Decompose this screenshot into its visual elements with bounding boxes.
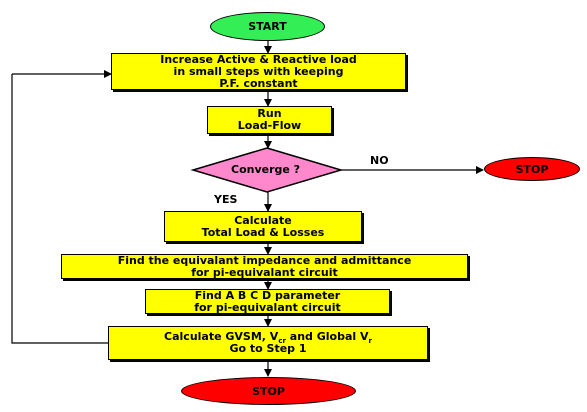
decision-diamond — [190, 147, 344, 193]
yes-label: YES — [214, 193, 238, 206]
step-increase-line3: P.F. constant — [219, 76, 298, 90]
gvsm-middle: and Global V — [285, 330, 369, 343]
step-impedance-line1: Find the equivalant impedance and admitt… — [117, 253, 412, 267]
step-abcd-line2: for pi-equivalant circuit — [194, 300, 341, 314]
step-calculate-losses: Calculate Total Load & Losses — [164, 211, 362, 242]
step-gvsm-line1: Calculate GVSM, Vcr and Global Vr — [164, 330, 372, 346]
step-calc-line1: Calculate — [234, 213, 292, 227]
stop-bottom-label: STOP — [252, 384, 285, 398]
start-terminal: START — [210, 12, 325, 41]
decision-label: Converge ? — [231, 163, 301, 176]
step-find-abcd: Find A B C D parameter for pi-equivalant… — [145, 289, 390, 314]
step-increase-line1: Increase Active & Reactive load — [160, 52, 357, 66]
step-impedance-line2: for pi-equivalant circuit — [191, 265, 338, 279]
stop-terminal-side: STOP — [484, 157, 580, 181]
step-increase-load: Increase Active & Reactive load in small… — [111, 53, 406, 90]
loop-back-line — [11, 74, 108, 344]
step-increase-line2: in small steps with keeping — [173, 64, 344, 78]
step-loadflow-line1: Run — [257, 107, 282, 120]
gvsm-sub-r: r — [368, 337, 372, 346]
gvsm-sub-cr: cr — [278, 337, 286, 346]
step-run-loadflow: Run Load-Flow — [207, 106, 332, 134]
step-abcd-line1: Find A B C D parameter — [194, 288, 341, 302]
step-loadflow-line2: Load-Flow — [237, 119, 302, 132]
step-gvsm-line2: Go to Step 1 — [229, 342, 307, 355]
stop-terminal-bottom: STOP — [181, 377, 356, 405]
step-calculate-gvsm: Calculate GVSM, Vcr and Global Vr Go to … — [108, 326, 428, 360]
no-label: NO — [370, 154, 389, 167]
stop-side-label: STOP — [515, 162, 549, 176]
step-calc-line2: Total Load & Losses — [201, 225, 325, 239]
gvsm-prefix: Calculate GVSM, V — [164, 330, 279, 343]
step-find-impedance: Find the equivalant impedance and admitt… — [61, 254, 468, 279]
start-label: START — [248, 20, 287, 33]
